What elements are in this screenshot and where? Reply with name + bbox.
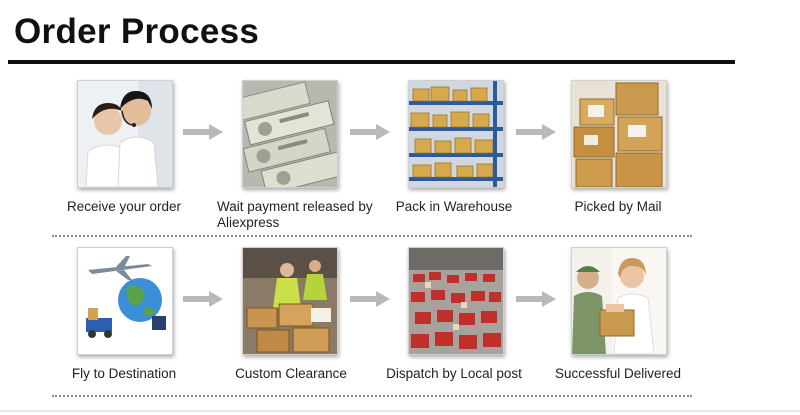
step-label: Receive your order [66,199,182,214]
step-label: Fly to Destination [71,366,177,381]
money-stack-icon [242,80,338,188]
step-label: Picked by Mail [574,199,662,214]
arrow-right-icon [516,291,556,307]
step-wait-payment: Wait payment released by Aliexpress [211,78,373,230]
step-receive-order: Receive your order [44,78,204,228]
post-depot-icon [408,247,504,355]
process-row-1: Receive your order Wait pay [0,78,800,230]
page-title: Order Process [14,12,260,51]
delivery-person-icon [571,247,667,355]
warehouse-shelves-icon [408,80,504,188]
step-picked-mail: Picked by Mail [538,78,698,228]
customer-service-icon [77,80,173,188]
step-fly-destination: Fly to Destination [44,245,204,395]
step-custom-clearance: Custom Clearance [211,245,371,395]
customs-workers-icon [242,247,338,355]
bottom-border [0,410,800,412]
row-divider [52,235,692,237]
title-underline [8,60,735,64]
airplane-globe-icon [77,247,173,355]
step-label: Successful Delivered [554,366,682,381]
step-pack-warehouse: Pack in Warehouse [374,78,534,228]
step-label: Pack in Warehouse [395,199,513,214]
step-label: Dispatch by Local post [386,366,522,381]
arrow-right-icon [183,291,223,307]
process-row-2: Fly to Destination Custom Cl [0,245,800,395]
parcel-boxes-icon [571,80,667,188]
arrow-right-icon [350,291,390,307]
arrow-right-icon [183,124,223,140]
step-dispatch-local-post: Dispatch by Local post [374,245,534,395]
arrow-right-icon [350,124,390,140]
step-label: Wait payment released by Aliexpress [217,199,373,230]
arrow-right-icon [516,124,556,140]
row-divider [52,395,692,397]
step-successful-delivered: Successful Delivered [538,245,698,395]
step-label: Custom Clearance [235,366,347,381]
